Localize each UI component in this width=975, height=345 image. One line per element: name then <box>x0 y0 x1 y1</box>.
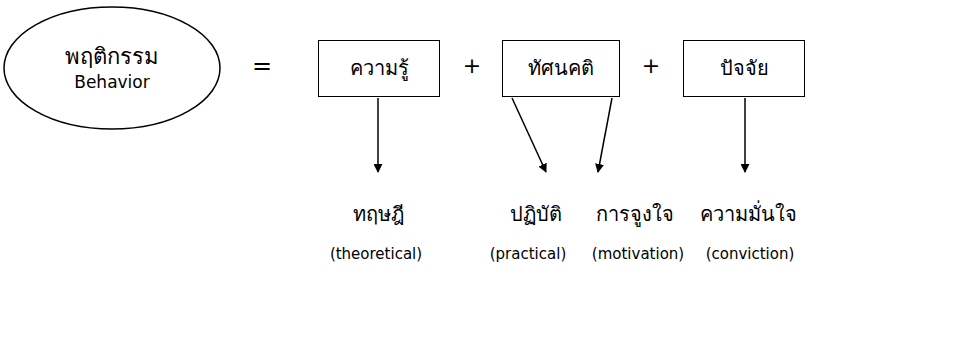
component-label: ปฏิบัติ <box>510 202 562 226</box>
arrow-line <box>377 98 379 172</box>
ellipse-outline <box>4 7 220 129</box>
behavior-heading: พฤติกรรม <box>65 43 159 72</box>
component-label: ทฤษฎี <box>353 202 404 226</box>
box-label: ความรู้ <box>350 55 409 81</box>
arrow-line <box>744 98 746 172</box>
component-label: การจูงใจ <box>596 202 674 226</box>
arrow-line <box>598 98 612 172</box>
concept-box: ทัศนคติ <box>502 40 620 97</box>
english-label: (practical) <box>490 245 567 263</box>
plus-sign: + <box>463 53 481 79</box>
box-label: ปัจจัย <box>720 55 769 81</box>
english-label: (conviction) <box>706 245 795 263</box>
behavior-ellipse: พฤติกรรมBehavior <box>3 6 221 130</box>
arrow-line <box>512 98 546 172</box>
english-label: (theoretical) <box>330 245 422 263</box>
component-label: ความมั่นใจ <box>700 202 797 226</box>
plus-sign: + <box>642 53 660 79</box>
english-label: (motivation) <box>592 245 684 263</box>
concept-box: ความรู้ <box>318 40 440 97</box>
equals-sign: = <box>252 52 272 81</box>
box-label: ทัศนคติ <box>528 55 594 81</box>
behavior-subtitle: Behavior <box>74 71 150 93</box>
concept-box: ปัจจัย <box>683 40 805 97</box>
